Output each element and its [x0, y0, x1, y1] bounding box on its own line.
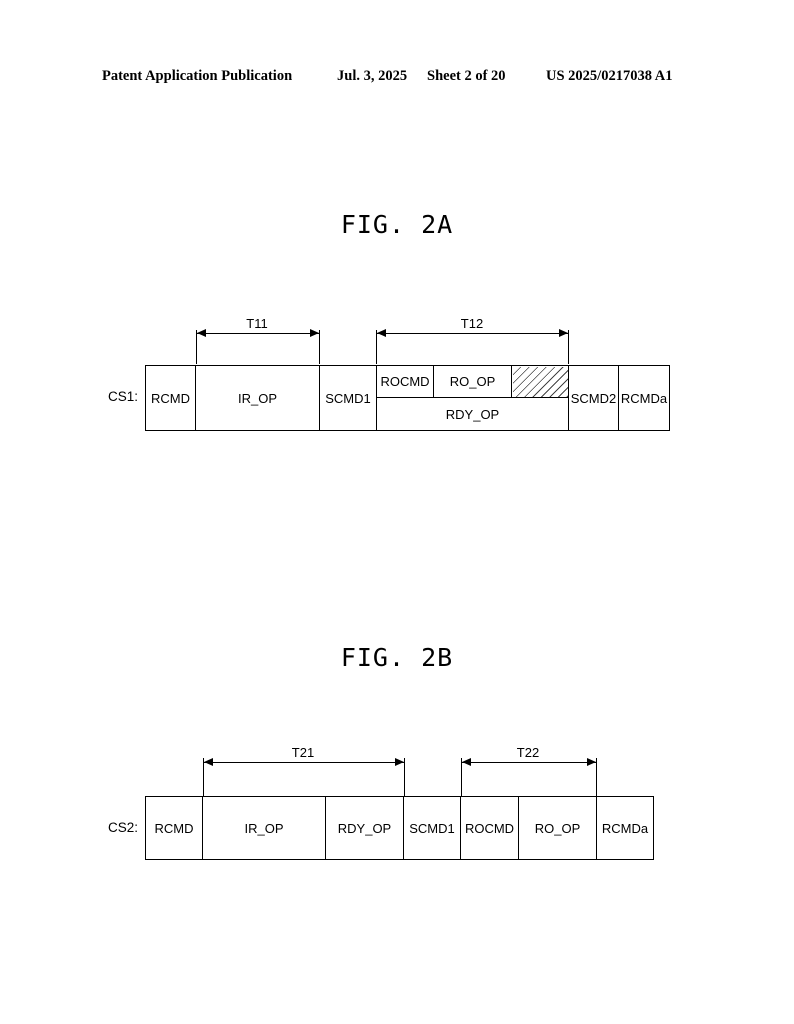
divider — [376, 365, 377, 431]
cell-scmd1: SCMD1 — [409, 820, 455, 836]
hatched-region — [513, 367, 568, 397]
cell-rcmda: RCMDa — [620, 390, 668, 406]
t22-tick-right — [596, 758, 597, 796]
t21-tick-left — [203, 758, 204, 796]
cell-rcmd: RCMD — [154, 820, 194, 836]
t22-arrowhead-right — [587, 758, 596, 766]
t12-arrow — [377, 333, 568, 334]
t11-arrowhead-right — [310, 329, 319, 337]
divider — [518, 796, 519, 860]
divider — [511, 365, 512, 398]
t22-tick-left — [461, 758, 462, 796]
cs1-timeline-box — [145, 365, 670, 431]
t12-arrowhead-left — [377, 329, 386, 337]
cell-ro-op: RO_OP — [534, 820, 581, 836]
cell-rocmd: ROCMD — [464, 820, 515, 836]
cell-rcmda: RCMDa — [601, 820, 649, 836]
cell-ir-op: IR_OP — [237, 390, 277, 406]
divider — [325, 796, 326, 860]
page-header: Patent Application Publication Jul. 3, 2… — [0, 66, 794, 90]
t11-arrowhead-left — [197, 329, 206, 337]
t21-arrowhead-left — [204, 758, 213, 766]
cs1-label: CS1: — [108, 389, 139, 404]
divider — [319, 365, 320, 431]
t12-tick-left — [376, 330, 377, 364]
divider — [460, 796, 461, 860]
divider — [195, 365, 196, 431]
t11-arrow — [197, 333, 319, 334]
fig-2a-title: FIG. 2A — [340, 210, 454, 239]
sheet-number: Sheet 2 of 20 — [427, 68, 506, 84]
t12-arrowhead-right — [559, 329, 568, 337]
cell-rcmd: RCMD — [151, 390, 190, 406]
cell-ro-op: RO_OP — [449, 374, 496, 389]
cell-scmd2: SCMD2 — [570, 390, 617, 406]
cs2-label: CS2: — [108, 820, 139, 835]
cell-rdy-op: RDY_OP — [445, 406, 500, 422]
divider — [596, 796, 597, 860]
divider — [202, 796, 203, 860]
t11-tick-right — [319, 330, 320, 364]
t22-label: T22 — [516, 745, 540, 760]
t22-arrow — [462, 762, 596, 763]
divider — [568, 365, 569, 431]
cs2-timeline-box — [145, 796, 654, 860]
t12-label: T12 — [460, 316, 484, 331]
publication-date: Jul. 3, 2025 — [337, 68, 408, 84]
cell-ir-op: IR_OP — [244, 820, 284, 836]
cell-rdy-op: RDY_OP — [337, 820, 392, 836]
t11-tick-left — [196, 330, 197, 364]
t21-label: T21 — [291, 745, 315, 760]
t21-arrow — [204, 762, 404, 763]
cell-rocmd: ROCMD — [380, 374, 430, 389]
divider — [618, 365, 619, 431]
divider — [403, 796, 404, 860]
t21-tick-right — [404, 758, 405, 796]
t22-arrowhead-left — [462, 758, 471, 766]
publication-label: Patent Application Publication — [102, 68, 293, 84]
divider — [377, 397, 568, 398]
t11-label: T11 — [246, 316, 268, 331]
divider — [433, 365, 434, 398]
t21-arrowhead-right — [395, 758, 404, 766]
cell-scmd1: SCMD1 — [325, 390, 371, 406]
patent-number: US 2025/0217038 A1 — [546, 68, 673, 84]
fig-2b-title: FIG. 2B — [340, 643, 454, 672]
t12-tick-right — [568, 330, 569, 364]
